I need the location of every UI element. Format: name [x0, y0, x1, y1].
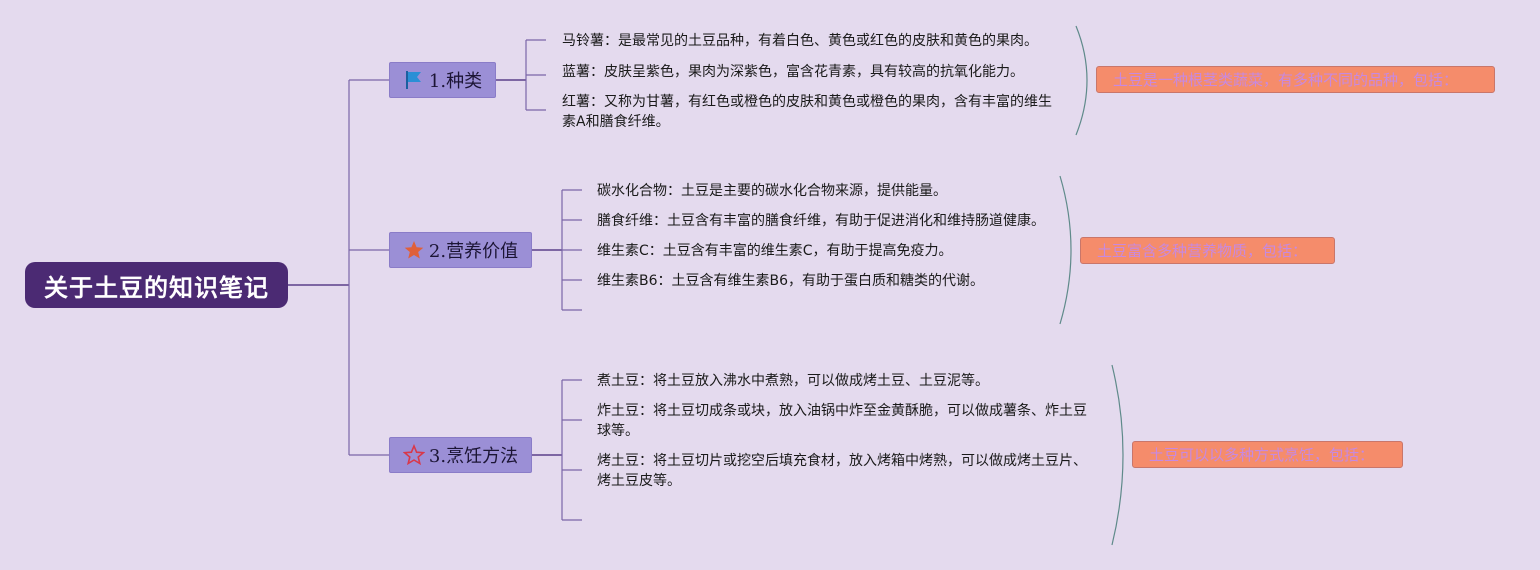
branch2-bracket [1059, 175, 1072, 325]
branch3-bracket [1111, 364, 1124, 546]
branch-label: 3.烹饪方法 [428, 446, 519, 467]
leaf-item[interactable]: 马铃薯：是最常见的土豆品种，有着白色、黄色或红色的皮肤和黄色的果肉。 [562, 33, 1038, 49]
leaf-item[interactable]: 煮土豆：将土豆放入沸水中煮熟，可以做成烤土豆、土豆泥等。 [597, 373, 989, 389]
leaf-item[interactable]: 膳食纤维：土豆含有丰富的膳食纤维，有助于促进消化和维持肠道健康。 [597, 213, 1045, 229]
leaf-item[interactable]: 碳水化合物：土豆是主要的碳水化合物来源，提供能量。 [597, 183, 947, 199]
branch1-bracket [1075, 25, 1088, 136]
summary-note[interactable]: 土豆可以以多种方式烹饪，包括： [1132, 441, 1403, 468]
root-title: 关于土豆的知识笔记 [44, 273, 269, 302]
branch-label: 2.营养价值 [428, 241, 519, 262]
leaf-item[interactable]: 烤土豆：将土豆切片或挖空后填充食材，放入烤箱中烤熟，可以做成烤土豆片、烤土豆皮等… [597, 453, 1087, 489]
flag-icon [403, 69, 425, 91]
leaf-item[interactable]: 维生素C：土豆含有丰富的维生素C，有助于提高免疫力。 [597, 243, 953, 259]
branch-varieties[interactable]: 1.种类 [389, 62, 496, 98]
summary-text: 土豆富含多种营养物质，包括： [1097, 242, 1308, 260]
summary-text: 土豆是一种根茎类蔬菜，有多种不同的品种，包括： [1113, 71, 1459, 89]
leaf-item[interactable]: 炸土豆：将土豆切成条或块，放入油锅中炸至金黄酥脆，可以做成薯条、炸土豆球等。 [597, 403, 1087, 439]
branch-label: 1.种类 [428, 71, 483, 92]
branch-nutrition[interactable]: 2.营养价值 [389, 232, 532, 268]
branch-cooking[interactable]: 3.烹饪方法 [389, 437, 532, 473]
leaf-item[interactable]: 红薯：又称为甘薯，有红色或橙色的皮肤和黄色或橙色的果肉，含有丰富的维生素A和膳食… [562, 94, 1052, 130]
summary-text: 土豆可以以多种方式烹饪，包括： [1149, 446, 1375, 464]
root-topic[interactable]: 关于土豆的知识笔记 [25, 262, 288, 308]
star-outline-icon [402, 444, 425, 466]
summary-note[interactable]: 土豆是一种根茎类蔬菜，有多种不同的品种，包括： [1096, 66, 1495, 93]
leaf-item[interactable]: 维生素B6：土豆含有维生素B6，有助于蛋白质和糖类的代谢。 [597, 273, 985, 289]
star-filled-icon [403, 239, 425, 261]
leaf-item[interactable]: 蓝薯：皮肤呈紫色，果肉为深紫色，富含花青素，具有较高的抗氧化能力。 [562, 64, 1024, 80]
summary-note[interactable]: 土豆富含多种营养物质，包括： [1080, 237, 1335, 264]
